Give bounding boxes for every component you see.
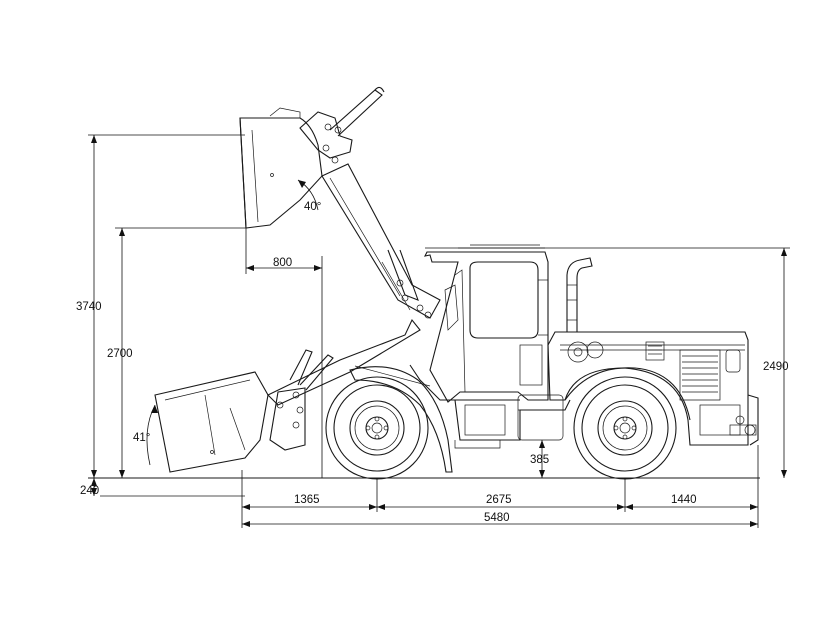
label-2700: 2700 bbox=[107, 348, 133, 360]
bucket-lowered bbox=[154, 371, 269, 473]
label-2675: 2675 bbox=[486, 494, 512, 506]
label-1365: 1365 bbox=[294, 494, 320, 506]
rear-hitch bbox=[729, 394, 759, 446]
exhaust-pipe bbox=[566, 257, 593, 332]
loader-machine bbox=[154, 86, 759, 480]
dimension-lines bbox=[88, 134, 790, 528]
loader-arm-lowered bbox=[267, 318, 421, 451]
label-41-deg: 41° bbox=[133, 432, 150, 444]
bucket-raised bbox=[239, 107, 323, 229]
label-40-deg: 40° bbox=[304, 201, 321, 213]
engine-hood bbox=[547, 331, 749, 446]
label-2490: 2490 bbox=[763, 361, 789, 373]
chassis-frame bbox=[409, 364, 571, 449]
label-3740: 3740 bbox=[76, 301, 102, 313]
label-385: 385 bbox=[530, 454, 549, 466]
ground-line bbox=[88, 477, 760, 497]
rear-wheel bbox=[564, 367, 691, 480]
label-5480: 5480 bbox=[484, 512, 510, 524]
front-fender bbox=[349, 365, 453, 473]
label-240: 240 bbox=[80, 485, 99, 497]
front-wheel bbox=[325, 376, 429, 480]
label-800: 800 bbox=[273, 257, 292, 269]
operator-cab bbox=[424, 244, 549, 403]
dimension-labels: 3740 2700 240 800 40° 41° 2490 385 1365 … bbox=[76, 201, 789, 524]
label-1440: 1440 bbox=[671, 494, 697, 506]
loader-arm-raised bbox=[299, 86, 441, 319]
